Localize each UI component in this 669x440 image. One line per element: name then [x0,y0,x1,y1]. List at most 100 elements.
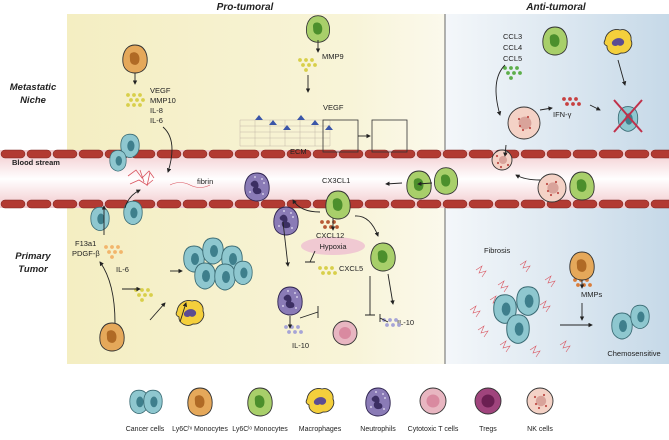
endothelial-cell [624,149,650,159]
cytokine-dot [298,58,302,62]
cytokine-dot [576,283,580,287]
endothelial-cell [416,199,442,209]
cytokine-dot [296,325,300,329]
fibrin-strand [169,182,211,188]
macrophage [603,29,633,55]
label-ccl3: CCL3 [503,32,522,41]
nk-cell [526,387,554,415]
arrows [99,40,627,329]
endothelial-cell [0,149,26,159]
cytokine-dot [503,66,507,70]
vegf-marker [255,115,263,120]
ly6c-high-monocyte [569,251,595,281]
endothelial-cell [572,199,598,209]
endothelial-cell [208,199,234,209]
fibrosis-strand [559,340,571,353]
cytokine-dot [304,58,308,62]
endothelial-cell [442,149,468,159]
cytokine-dot [509,76,513,80]
endothelial-cell [416,149,442,159]
cytokine-dot [385,323,389,327]
cancer-cell [194,262,216,290]
endothelial-cell [520,199,546,209]
cytokine-dot [307,63,311,67]
cytokine-dot [515,66,519,70]
endothelial-cell [234,199,260,209]
cancer-cell [506,314,530,344]
ly6c-high-monocyte [122,44,148,74]
cytokine-dot [107,250,111,254]
cancer-cell [611,312,633,340]
label-il8: IL-8 [150,106,163,115]
cytokine-dot [110,255,114,259]
cytokine-dot [104,245,108,249]
cytokine-dot [137,293,141,297]
cytokine-dot [394,318,398,322]
endothelial-cell [598,149,624,159]
endothelial-cell [26,149,52,159]
label-ccl4: CCL4 [503,43,522,52]
cytokine-dot [506,71,510,75]
vegf-marker [269,120,277,125]
endothelial-cell [312,149,338,159]
label-mmp10: MMP10 [150,96,176,105]
endothelial-cell [468,149,494,159]
cytokine-dot [321,271,325,275]
cancer-cell [233,260,253,286]
cytokine-dot [129,98,133,102]
ly6c-high-monocyte [99,322,125,352]
cytokine-dot [135,98,139,102]
cytokine-dot [119,250,123,254]
endothelial-cell [442,199,468,209]
endothelial-cell [26,199,52,209]
cytokine-dot [284,325,288,329]
cytokine-dot [518,71,522,75]
label-ifn-gamma: IFN-γ [553,110,572,119]
legend-label: Ly6Cˡᵒ Monocytes [232,426,288,433]
cancer-cell [516,286,540,316]
cytokine-dot [509,66,513,70]
cytokine-dot [388,318,392,322]
cytokine-dot [290,325,294,329]
label-pdgf: PDGF-β [72,249,100,258]
nk-cell [507,106,541,140]
nk-cell [537,173,567,203]
endothelial-cell [390,199,416,209]
vegf-marker [325,125,333,130]
label-chemosensitive: Chemosensitive [607,349,660,358]
legend-label: Macrophages [299,426,342,433]
cytokine-dot [149,293,153,297]
endothelial-cell [520,149,546,159]
vegf-marker [297,115,305,120]
cytokine-dot [113,250,117,254]
cytokine-dot [140,298,144,302]
label-il10-right: IL-10 [397,318,414,327]
cancer-cell [143,389,163,415]
label-vegf-2: VEGF [323,103,344,112]
ly6c-low-monocyte [325,190,351,220]
fibrosis-strand [499,340,511,353]
endothelial-cell [598,199,624,209]
neutrophil [365,387,391,417]
cytokine-dot [565,102,569,106]
side-label-niche: Niche [20,95,47,106]
side-label-metastatic: Metastatic [10,82,57,93]
hypoxia-zone [301,237,365,255]
vegf-marker [311,120,319,125]
cytokine-dot [329,225,333,229]
endothelial-cell [338,149,364,159]
label-f13a1: F13a1 [75,239,96,248]
endothelial-cell [364,199,390,209]
cytokine-dot [313,63,317,67]
endothelial-cell [364,149,390,159]
legend-label: Neutrophils [360,426,396,433]
zoom-box-2 [371,119,408,153]
label-il6: IL-6 [150,116,163,125]
label-cxcl12: CXCL12 [316,231,344,240]
cytokine-dot [143,293,147,297]
label-vegf: VEGF [150,86,171,95]
label-cx3cl1: CX3CL1 [322,176,350,185]
endothelial-cell [156,199,182,209]
vegf-marker [283,125,291,130]
